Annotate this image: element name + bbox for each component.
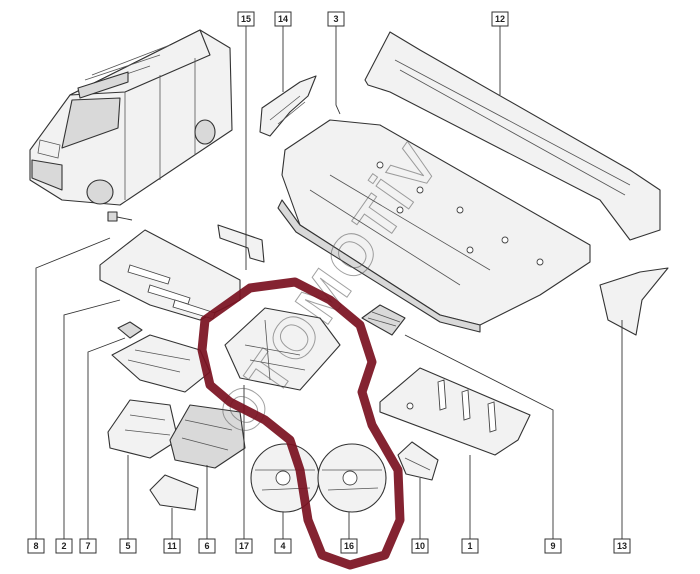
callout-8: 8	[27, 538, 45, 554]
callout-12: 12	[491, 11, 509, 27]
callout-14-label: 14	[278, 14, 288, 24]
part-9-light-bar	[361, 304, 406, 336]
callout-1-label: 1	[467, 541, 472, 551]
part-1-panel	[379, 367, 531, 456]
part-5-housing	[107, 399, 179, 459]
callout-6: 6	[198, 538, 216, 554]
callout-13: 13	[613, 538, 631, 554]
part-13-corner-trim	[599, 267, 669, 336]
callout-15: 15	[237, 11, 255, 27]
callout-4: 4	[274, 538, 292, 554]
part-16-inset	[317, 443, 387, 513]
callout-1: 1	[461, 538, 479, 554]
callout-16-label: 16	[344, 541, 354, 551]
callout-15-label: 15	[241, 14, 251, 24]
part-12-rail	[364, 31, 661, 241]
part-7-frame	[111, 334, 211, 393]
callout-12-label: 12	[495, 14, 505, 24]
callout-5-label: 5	[125, 541, 130, 551]
callout-17: 17	[235, 538, 253, 554]
part-10-lamp	[397, 441, 439, 481]
callout-6-label: 6	[204, 541, 209, 551]
callout-17-label: 17	[239, 541, 249, 551]
callout-14: 14	[274, 11, 292, 27]
part-2-panel	[99, 229, 241, 321]
callout-3: 3	[327, 11, 345, 27]
part-6-console	[169, 404, 246, 469]
callout-11: 11	[163, 538, 181, 554]
callout-16: 16	[340, 538, 358, 554]
callout-11-label: 11	[167, 541, 177, 551]
callout-10-label: 10	[415, 541, 425, 551]
part-7-clip	[117, 321, 143, 339]
callout-7: 7	[79, 538, 97, 554]
callout-8-label: 8	[33, 541, 38, 551]
callout-7-label: 7	[85, 541, 90, 551]
callout-10: 10	[411, 538, 429, 554]
callout-9: 9	[544, 538, 562, 554]
callout-2-label: 2	[61, 541, 66, 551]
van-illustration	[29, 29, 233, 206]
callout-3-label: 3	[333, 14, 338, 24]
highlight-outline	[197, 277, 405, 570]
callout-13-label: 13	[617, 541, 627, 551]
part-11-block	[149, 474, 199, 511]
callout-5: 5	[119, 538, 137, 554]
part-17-roof-console	[224, 307, 341, 391]
part-3-headliner	[277, 119, 591, 333]
part-8-screw	[107, 211, 133, 222]
part-15-bracket	[217, 224, 265, 263]
callout-9-label: 9	[550, 541, 555, 551]
callout-2: 2	[55, 538, 73, 554]
callout-4-label: 4	[280, 541, 285, 551]
